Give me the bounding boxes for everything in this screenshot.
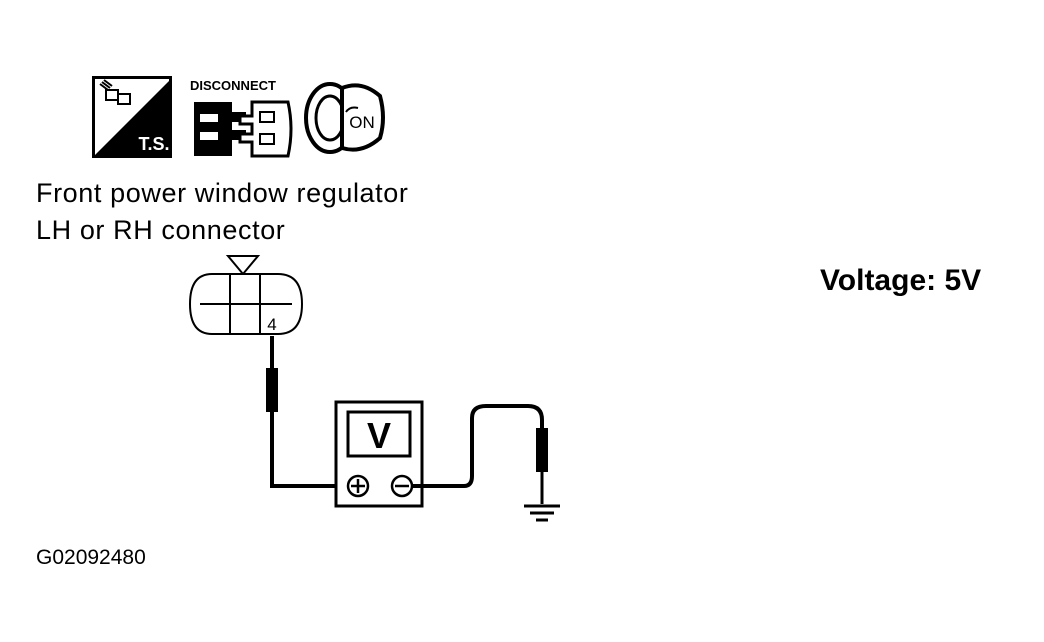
ts-test-icon: T.S. (92, 76, 172, 158)
voltmeter: V (334, 400, 424, 508)
test-circuit-diagram: 4 V (188, 255, 560, 522)
voltage-spec: Voltage: 5V (820, 264, 982, 297)
disconnect-label: DISCONNECT (190, 78, 276, 93)
figure-id: G02092480 (36, 546, 146, 569)
ground-icon (524, 504, 560, 522)
connector-caption-line-2: LH or RH connector (36, 215, 286, 245)
connector-face: 4 (188, 255, 304, 335)
ts-label: T.S. (138, 134, 169, 154)
terminal-4-label: 4 (267, 315, 276, 334)
disconnect-connector-icon: DISCONNECT (190, 78, 293, 158)
connector-caption-line-1: Front power window regulator (36, 178, 409, 208)
meter-v-symbol: V (367, 415, 391, 456)
negative-probe (536, 428, 548, 472)
ignition-key-on-icon: ON (304, 82, 385, 154)
on-label: ON (349, 113, 375, 132)
positive-probe (266, 368, 278, 412)
negative-lead (412, 404, 544, 488)
